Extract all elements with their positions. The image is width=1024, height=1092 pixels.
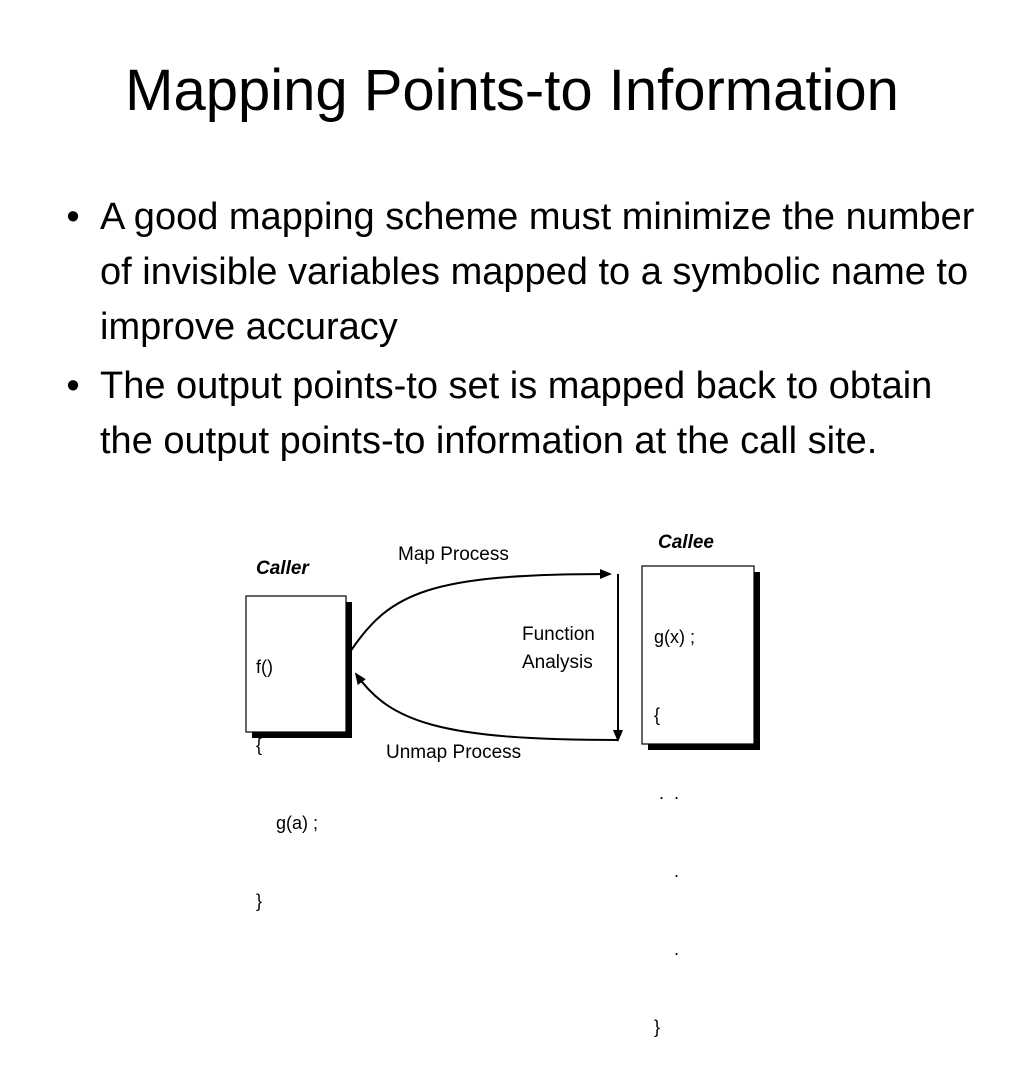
bullet-text: The output points-to set is mapped back … <box>100 365 933 462</box>
bullet-text: A good mapping scheme must minimize the … <box>100 196 975 348</box>
unmap-process-label: Unmap Process <box>386 742 522 763</box>
bullet-dot-icon: • <box>66 365 80 407</box>
code-line: g(a) ; <box>256 813 319 833</box>
bullet-item: • A good mapping scheme must minimize th… <box>58 190 978 355</box>
caller-box <box>245 595 347 733</box>
bullet-dot-icon: • <box>66 196 80 238</box>
code-line: { <box>256 735 263 755</box>
bullet-list: • A good mapping scheme must minimize th… <box>58 190 978 473</box>
map-process-label: Map Process <box>398 544 509 565</box>
slide-title: Mapping Points-to Information <box>125 58 899 123</box>
code-line: g(x) ; <box>654 627 696 647</box>
map-arrow <box>349 569 612 653</box>
function-label: Function <box>522 624 595 645</box>
mapping-diagram: Caller Callee Map Process Unmap Process … <box>230 522 790 1037</box>
unmap-arrow <box>354 672 619 741</box>
bullet-item: • The output points-to set is mapped bac… <box>58 359 978 469</box>
code-line: f() <box>256 657 273 677</box>
code-line: . <box>654 939 680 959</box>
code-line: . <box>654 861 680 881</box>
code-line: } <box>654 1017 661 1037</box>
code-line: } <box>256 891 263 911</box>
caller-code: f() { g(a) ; } <box>256 602 318 966</box>
callee-label: Callee <box>658 532 714 553</box>
callee-box <box>641 565 755 745</box>
analysis-label: Analysis <box>522 652 593 673</box>
callee-code: g(x) ; { . . . . } <box>654 572 695 1092</box>
code-line: { <box>654 705 661 725</box>
caller-label: Caller <box>256 558 309 579</box>
diagram-graphics <box>245 565 760 750</box>
code-line: . . <box>654 783 680 803</box>
